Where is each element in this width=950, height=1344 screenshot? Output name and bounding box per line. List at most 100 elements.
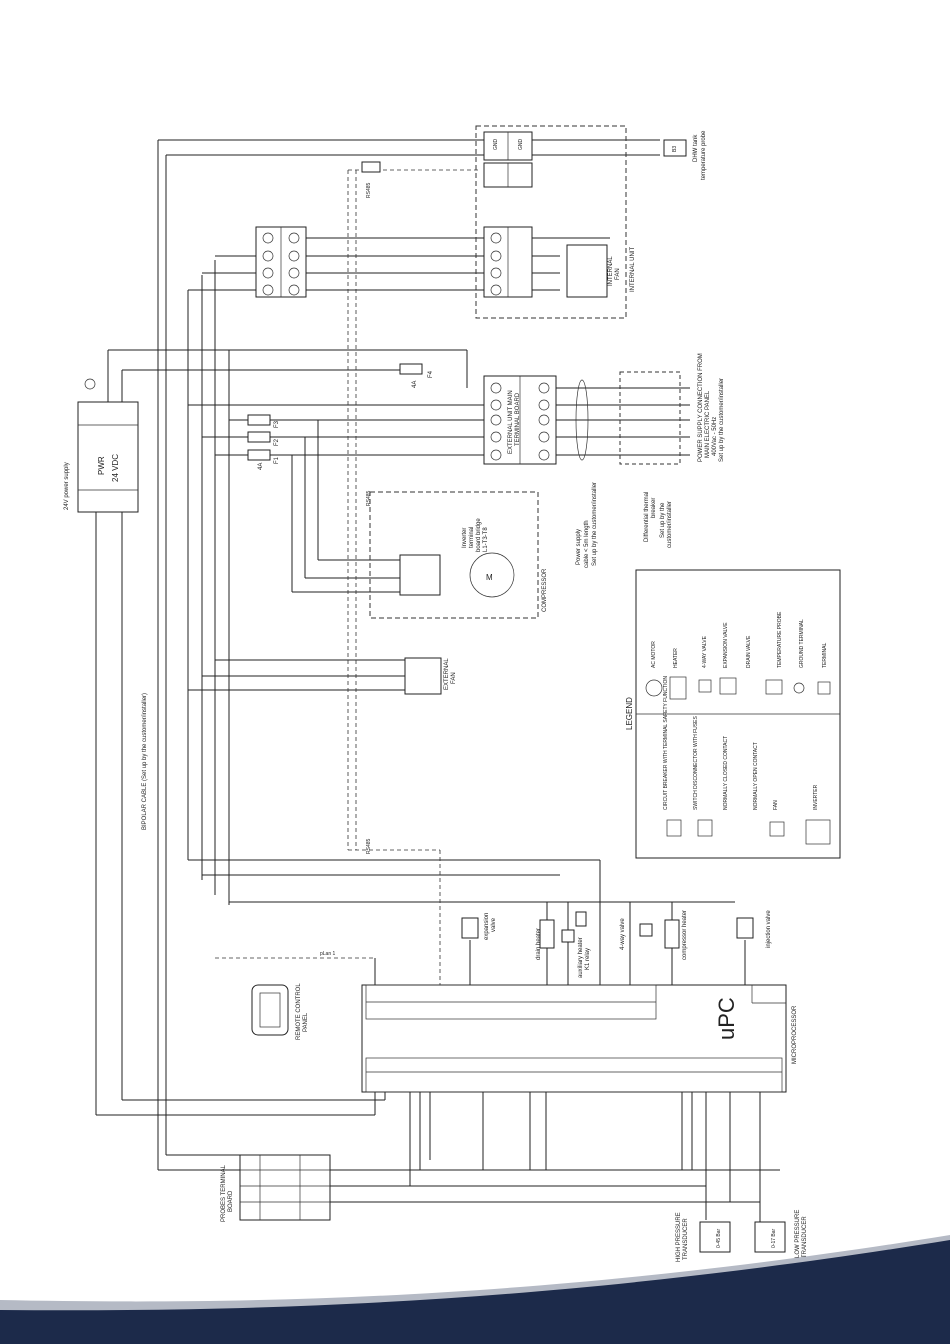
exp-valve-label-1: expansion xyxy=(484,913,490,940)
legend-right-6: GROUND TERMINAL xyxy=(799,619,805,668)
legend-title: LEGEND xyxy=(625,697,634,730)
legend-right-7: TERMINAL xyxy=(822,643,828,669)
aux-heater-relay xyxy=(561,929,575,943)
legend-left-3: NORMALLY OPEN CONTACT xyxy=(753,742,759,810)
rs485-label-2: RS485 xyxy=(366,490,372,506)
ext-board-label-1: EXTERNAL UNIT MAIN xyxy=(508,390,514,454)
remote-panel-label-2: PANEL xyxy=(303,1012,309,1032)
probes-board-label-2: BOARD xyxy=(228,1190,234,1212)
external-fan: EXTERNAL FAN xyxy=(404,657,457,695)
breaker-label-4: customer/installer xyxy=(667,501,673,548)
legend-left-4: FAN xyxy=(773,800,779,810)
mains-label-3: 400Vac - 50Hz xyxy=(712,417,718,456)
expansion-valve xyxy=(461,917,479,939)
exp-valve-label-2: valve xyxy=(491,917,497,932)
ext-fan-label-2: FAN xyxy=(451,672,457,684)
compressor-motor-icon xyxy=(469,552,515,598)
legend-left-2: NORMALLY CLOSED CONTACT xyxy=(723,736,729,810)
mains-label-1: POWER SUPPLY CONNECTION FROM xyxy=(698,353,704,462)
inverter-label-1: Inverter xyxy=(462,528,468,548)
inverter-bridge xyxy=(399,554,441,596)
dhw-probe-label-2: temperature probe xyxy=(701,130,707,180)
internal-unit-label: INTERNAL UNIT xyxy=(630,247,636,292)
ext-fan-label-1: EXTERNAL xyxy=(444,658,450,690)
remote-panel-label-1: REMOTE CONTROL xyxy=(296,983,302,1040)
remote-panel: REMOTE CONTROL PANEL pLan 1 xyxy=(251,951,336,1040)
cable-label-1: Power supply xyxy=(576,529,582,565)
fuses-rating: 4A xyxy=(258,463,264,470)
fuse-f4 xyxy=(399,363,423,375)
fuse-f4-rating: 4A xyxy=(412,381,418,388)
rs485-lines: RS485 RS485 RS485 xyxy=(347,161,480,985)
dhw-probe-b3: B3 xyxy=(672,146,678,152)
mains-connection: POWER SUPPLY CONNECTION FROM MAIN ELECTR… xyxy=(556,353,725,568)
legend-left-1: SWITCH DISCONNECTOR WITH FUSES xyxy=(693,716,699,810)
external-main-board: EXTERNAL UNIT MAIN TERMINAL BOARD xyxy=(483,375,557,465)
bipolar-cable-label: BIPOLAR CABLE (Set up by the customer/in… xyxy=(142,693,148,830)
fuse-f2 xyxy=(247,431,271,443)
four-way-label: 4-way valve xyxy=(620,918,626,950)
svg-text:GND: GND xyxy=(493,139,499,151)
rs485-connector xyxy=(361,161,381,173)
legend-left-5: INVERTER xyxy=(813,784,819,810)
transducers: 0-45 Bar HIGH PRESSURE TRANSDUCER 0-17 B… xyxy=(676,1210,808,1262)
breaker-label-1: Differential thermal xyxy=(644,492,650,542)
dhw-probe: B3 DHW tank temperature probe xyxy=(663,130,707,180)
legend-right-2: 4-WAY VALVE xyxy=(702,635,708,668)
upc-label: uPC xyxy=(714,997,739,1040)
drain-heater-label: drain heater xyxy=(536,928,542,960)
breaker-label-3: Set up by the xyxy=(660,502,666,538)
inverter-label-4: L1-T3-T8 xyxy=(483,527,489,552)
legend-right-3: EXPANSION VALVE xyxy=(723,622,729,668)
pwr-ground-icon xyxy=(84,378,96,390)
dhw-probe-label-1: DHW tank xyxy=(693,134,699,162)
lp-label-1: LOW PRESSURE xyxy=(795,1210,801,1258)
inverter-label-3: board bridge xyxy=(476,518,482,552)
cable-label-3: Set up by the customer/installer xyxy=(592,482,598,566)
drain-heater xyxy=(539,919,555,949)
cable-label-2: cable < 5m length xyxy=(584,520,590,568)
legend-right-1: HEATER xyxy=(673,648,679,668)
lp-label-2: TRANSDUCER xyxy=(802,1216,808,1258)
inverter-label-2: terminal xyxy=(469,527,475,548)
compressor-heater-label: compressor heater xyxy=(682,910,688,960)
injection-valve xyxy=(736,917,754,939)
hp-range: 0-45 Bar xyxy=(716,1228,722,1248)
ext-board-label-2: TERMINAL BOARD xyxy=(515,392,521,446)
internal-fan-box xyxy=(566,244,608,298)
microprocessor-label: MICROPROCESSOR xyxy=(792,1005,798,1064)
aux-heater-label-1: auxiliary heater xyxy=(578,937,584,978)
pwr-voltage: 24 VDC xyxy=(111,454,120,482)
upc-outputs: expansion valve drain heater auxiliary h… xyxy=(461,902,772,985)
compressor-label: COMPRESSOR xyxy=(542,568,548,612)
internal-fan-label-2: FAN xyxy=(615,268,621,280)
legend-right-4: DRAIN VALVE xyxy=(746,635,752,668)
fuse-f2-label: F2 xyxy=(274,438,280,446)
fuse-f1 xyxy=(247,449,271,461)
breaker-label-2: breaker xyxy=(651,498,657,518)
fuse-f3-label: F3 xyxy=(274,420,280,428)
pwr-title: PWR xyxy=(97,456,106,475)
probes-board-label-1: PROBES TERMINAL xyxy=(221,1164,227,1222)
sensor-wiring xyxy=(409,1092,780,1240)
fuse-f4-label: F4 xyxy=(428,370,434,378)
fuse-f3 xyxy=(247,414,271,426)
mains-label-2: MAIN ELECTRIC PANEL xyxy=(705,390,711,458)
lp-transducer xyxy=(754,1221,786,1253)
compressor-heater xyxy=(664,919,680,949)
lp-range: 0-17 Bar xyxy=(771,1228,777,1248)
svg-text:GND: GND xyxy=(518,139,524,151)
distribution-terminal-block xyxy=(255,226,307,298)
fuses: 4A F4 F3 F2 F1 4A xyxy=(247,363,434,470)
footer-wave xyxy=(0,1235,950,1344)
svg-text:M: M xyxy=(486,573,493,582)
mains-label-4: Set up by the customer/installer xyxy=(719,378,725,462)
injection-valve-label: injection valve xyxy=(766,910,772,948)
legend: LEGEND CIRCUIT BREAKER WITH TERMINAL SAF… xyxy=(625,569,841,859)
aux-heater-label-2: K1 relay xyxy=(585,948,591,970)
legend-right-5: TEMPERATURE PROBE xyxy=(777,611,783,668)
probes-board: PROBES TERMINAL BOARD xyxy=(221,1154,760,1222)
legend-left-0: CIRCUIT BREAKER WITH TERMINAL SAFETY FUN… xyxy=(663,676,669,810)
internal-unit: GND GND INTERNAL FAN INTERNAL UNIT xyxy=(475,125,636,319)
